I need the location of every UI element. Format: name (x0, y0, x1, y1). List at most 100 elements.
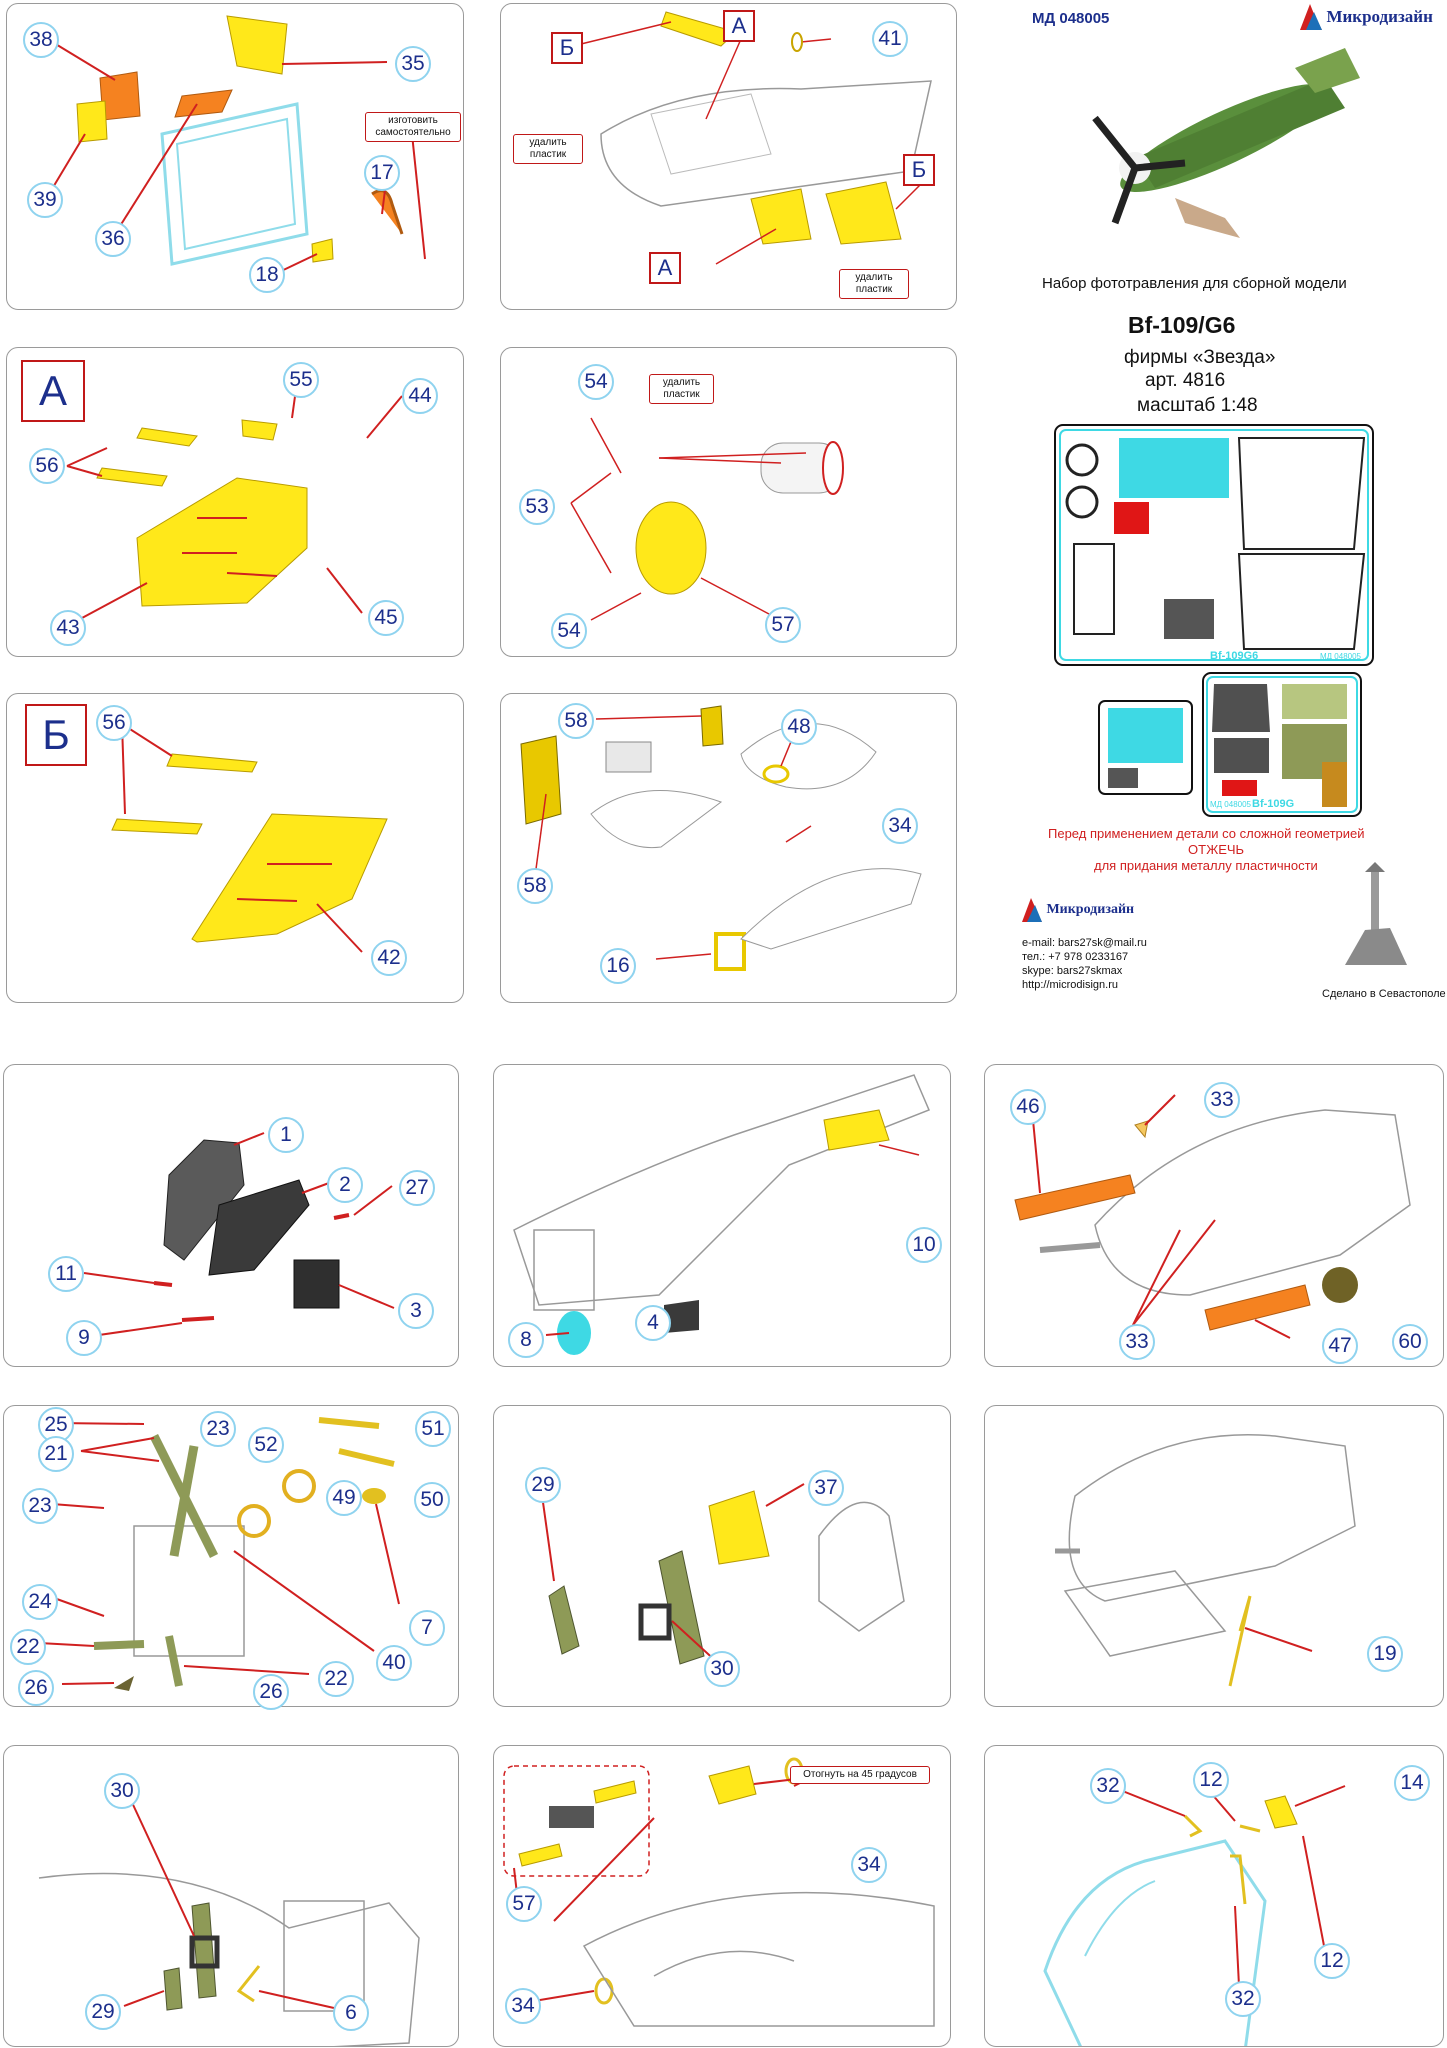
panel-cockpit-armor: 30 29 6 (3, 1745, 459, 2047)
subtitle: Набор фототравления для сборной модели (1042, 275, 1347, 292)
callout-43[interactable]: 43 (50, 610, 86, 646)
callout-42[interactable]: 42 (371, 940, 407, 976)
panel-cockpit-side: 10 8 4 (493, 1064, 951, 1367)
letter-a-bottom: А (649, 252, 681, 284)
callout-2[interactable]: 2 (327, 1167, 363, 1203)
panel-wing-flaps-a-b: Б А Б А 41 удалить пластик удалить пласт… (500, 3, 957, 310)
callout-48[interactable]: 48 (781, 709, 817, 745)
callout-23-left[interactable]: 23 (22, 1488, 58, 1524)
callout-19[interactable]: 19 (1367, 1636, 1403, 1672)
flap-a-drawing (66, 381, 403, 619)
callout-34-right[interactable]: 34 (851, 1847, 887, 1883)
callout-29-b[interactable]: 29 (85, 1994, 121, 2030)
panel-flap-b: Б 56 42 (6, 693, 464, 1003)
note-remove-plastic-1: удалить пластик (513, 134, 583, 164)
callout-45[interactable]: 45 (368, 600, 404, 636)
brand-logo-bottom: Микродизайн (1022, 898, 1134, 922)
callout-41[interactable]: 41 (872, 21, 908, 57)
callout-58-top[interactable]: 58 (558, 703, 594, 739)
letter-b-right: Б (903, 154, 935, 186)
callout-7[interactable]: 7 (409, 1610, 445, 1646)
callout-14[interactable]: 14 (1394, 1765, 1430, 1801)
panel-drop-tank: 54 53 57 54 удалить пластик (500, 347, 957, 657)
callout-3[interactable]: 3 (398, 1293, 434, 1329)
callout-1[interactable]: 1 (268, 1117, 304, 1153)
info-area: МД 048005 Микродизайн Набор фототравлени… (1000, 0, 1447, 1010)
contact-email[interactable]: e-mail: bars27sk@mail.ru (1022, 937, 1147, 949)
cockpit-armor-drawing (38, 1795, 420, 2046)
callout-33-bottom[interactable]: 33 (1119, 1324, 1155, 1360)
callout-35[interactable]: 35 (395, 46, 431, 82)
panel-seat-belts: 25 23 51 21 52 50 23 49 7 24 22 40 26 26… (3, 1405, 459, 1710)
callout-34-left[interactable]: 34 (505, 1988, 541, 2024)
callout-54-bottom[interactable]: 54 (551, 613, 587, 649)
callout-51[interactable]: 51 (415, 1411, 451, 1447)
fuselage-front-drawing (1055, 1434, 1356, 1687)
callout-38[interactable]: 38 (23, 22, 59, 58)
callout-10[interactable]: 10 (906, 1227, 942, 1263)
etch-sheet-2 (1098, 700, 1193, 795)
wing-root-drawing (503, 1757, 935, 2027)
callout-23-top[interactable]: 23 (200, 1411, 236, 1447)
callout-4[interactable]: 4 (635, 1305, 671, 1341)
callout-33-top[interactable]: 33 (1204, 1082, 1240, 1118)
brand-name-bottom: Микродизайн (1046, 902, 1135, 917)
callout-55[interactable]: 55 (283, 362, 319, 398)
callout-56-b[interactable]: 56 (96, 705, 132, 741)
callout-57-b[interactable]: 57 (506, 1886, 542, 1922)
callout-17[interactable]: 17 (364, 155, 400, 191)
armor-plate-drawing (540, 1483, 905, 1665)
fuselage-drawing (580, 11, 932, 265)
cockpit-side-drawing (513, 1074, 930, 1355)
callout-37[interactable]: 37 (808, 1470, 844, 1506)
panel-wing-root: Отогнуть на 45 градусов 34 57 34 (493, 1745, 951, 2047)
callout-54-top[interactable]: 54 (578, 364, 614, 400)
callout-11[interactable]: 11 (48, 1256, 84, 1292)
callout-30-b[interactable]: 30 (104, 1773, 140, 1809)
etch-sheet-1 (1054, 424, 1374, 666)
callout-26-right[interactable]: 26 (253, 1674, 289, 1710)
callout-12-top[interactable]: 12 (1193, 1762, 1229, 1798)
callout-53[interactable]: 53 (519, 489, 555, 525)
callout-29[interactable]: 29 (525, 1467, 561, 1503)
contact-web[interactable]: http://microdisign.ru (1022, 979, 1118, 991)
callout-57[interactable]: 57 (765, 607, 801, 643)
callout-16[interactable]: 16 (600, 948, 636, 984)
callout-30[interactable]: 30 (704, 1651, 740, 1687)
callout-46[interactable]: 46 (1010, 1089, 1046, 1125)
callout-52[interactable]: 52 (248, 1427, 284, 1463)
callout-44[interactable]: 44 (402, 378, 438, 414)
callout-58-bottom[interactable]: 58 (517, 868, 553, 904)
note-make-yourself: изготовить самостоятельно (365, 112, 461, 142)
callout-60[interactable]: 60 (1392, 1324, 1428, 1360)
callout-8[interactable]: 8 (508, 1322, 544, 1358)
product-code: МД 048005 (1032, 10, 1110, 27)
callout-9[interactable]: 9 (66, 1320, 102, 1356)
callout-22-left[interactable]: 22 (10, 1629, 46, 1665)
callout-34[interactable]: 34 (882, 808, 918, 844)
callout-6[interactable]: 6 (333, 1995, 369, 2031)
callout-12-bottom[interactable]: 12 (1314, 1943, 1350, 1979)
callout-27[interactable]: 27 (399, 1170, 435, 1206)
callout-47[interactable]: 47 (1322, 1328, 1358, 1364)
callout-32-top[interactable]: 32 (1090, 1768, 1126, 1804)
sheet3-code: МД 048005 (1210, 800, 1251, 809)
callout-40[interactable]: 40 (376, 1645, 412, 1681)
callout-26-left[interactable]: 26 (18, 1670, 54, 1706)
letter-b-top: Б (551, 32, 583, 64)
scale: масштаб 1:48 (1137, 395, 1258, 416)
callout-49[interactable]: 49 (326, 1480, 362, 1516)
letter-b-panel: Б (25, 704, 87, 766)
callout-21[interactable]: 21 (38, 1436, 74, 1472)
callout-56[interactable]: 56 (29, 448, 65, 484)
brand-logo-icon (1300, 4, 1322, 30)
callout-39[interactable]: 39 (27, 182, 63, 218)
callout-22-right[interactable]: 22 (318, 1661, 354, 1697)
callout-32-bottom[interactable]: 32 (1225, 1981, 1261, 2017)
callout-18[interactable]: 18 (249, 257, 285, 293)
callout-36[interactable]: 36 (95, 221, 131, 257)
contact-skype: skype: bars27skmax (1022, 965, 1123, 977)
callout-50[interactable]: 50 (414, 1482, 450, 1518)
sevastopol-monument-icon (1345, 862, 1407, 965)
callout-24[interactable]: 24 (22, 1584, 58, 1620)
